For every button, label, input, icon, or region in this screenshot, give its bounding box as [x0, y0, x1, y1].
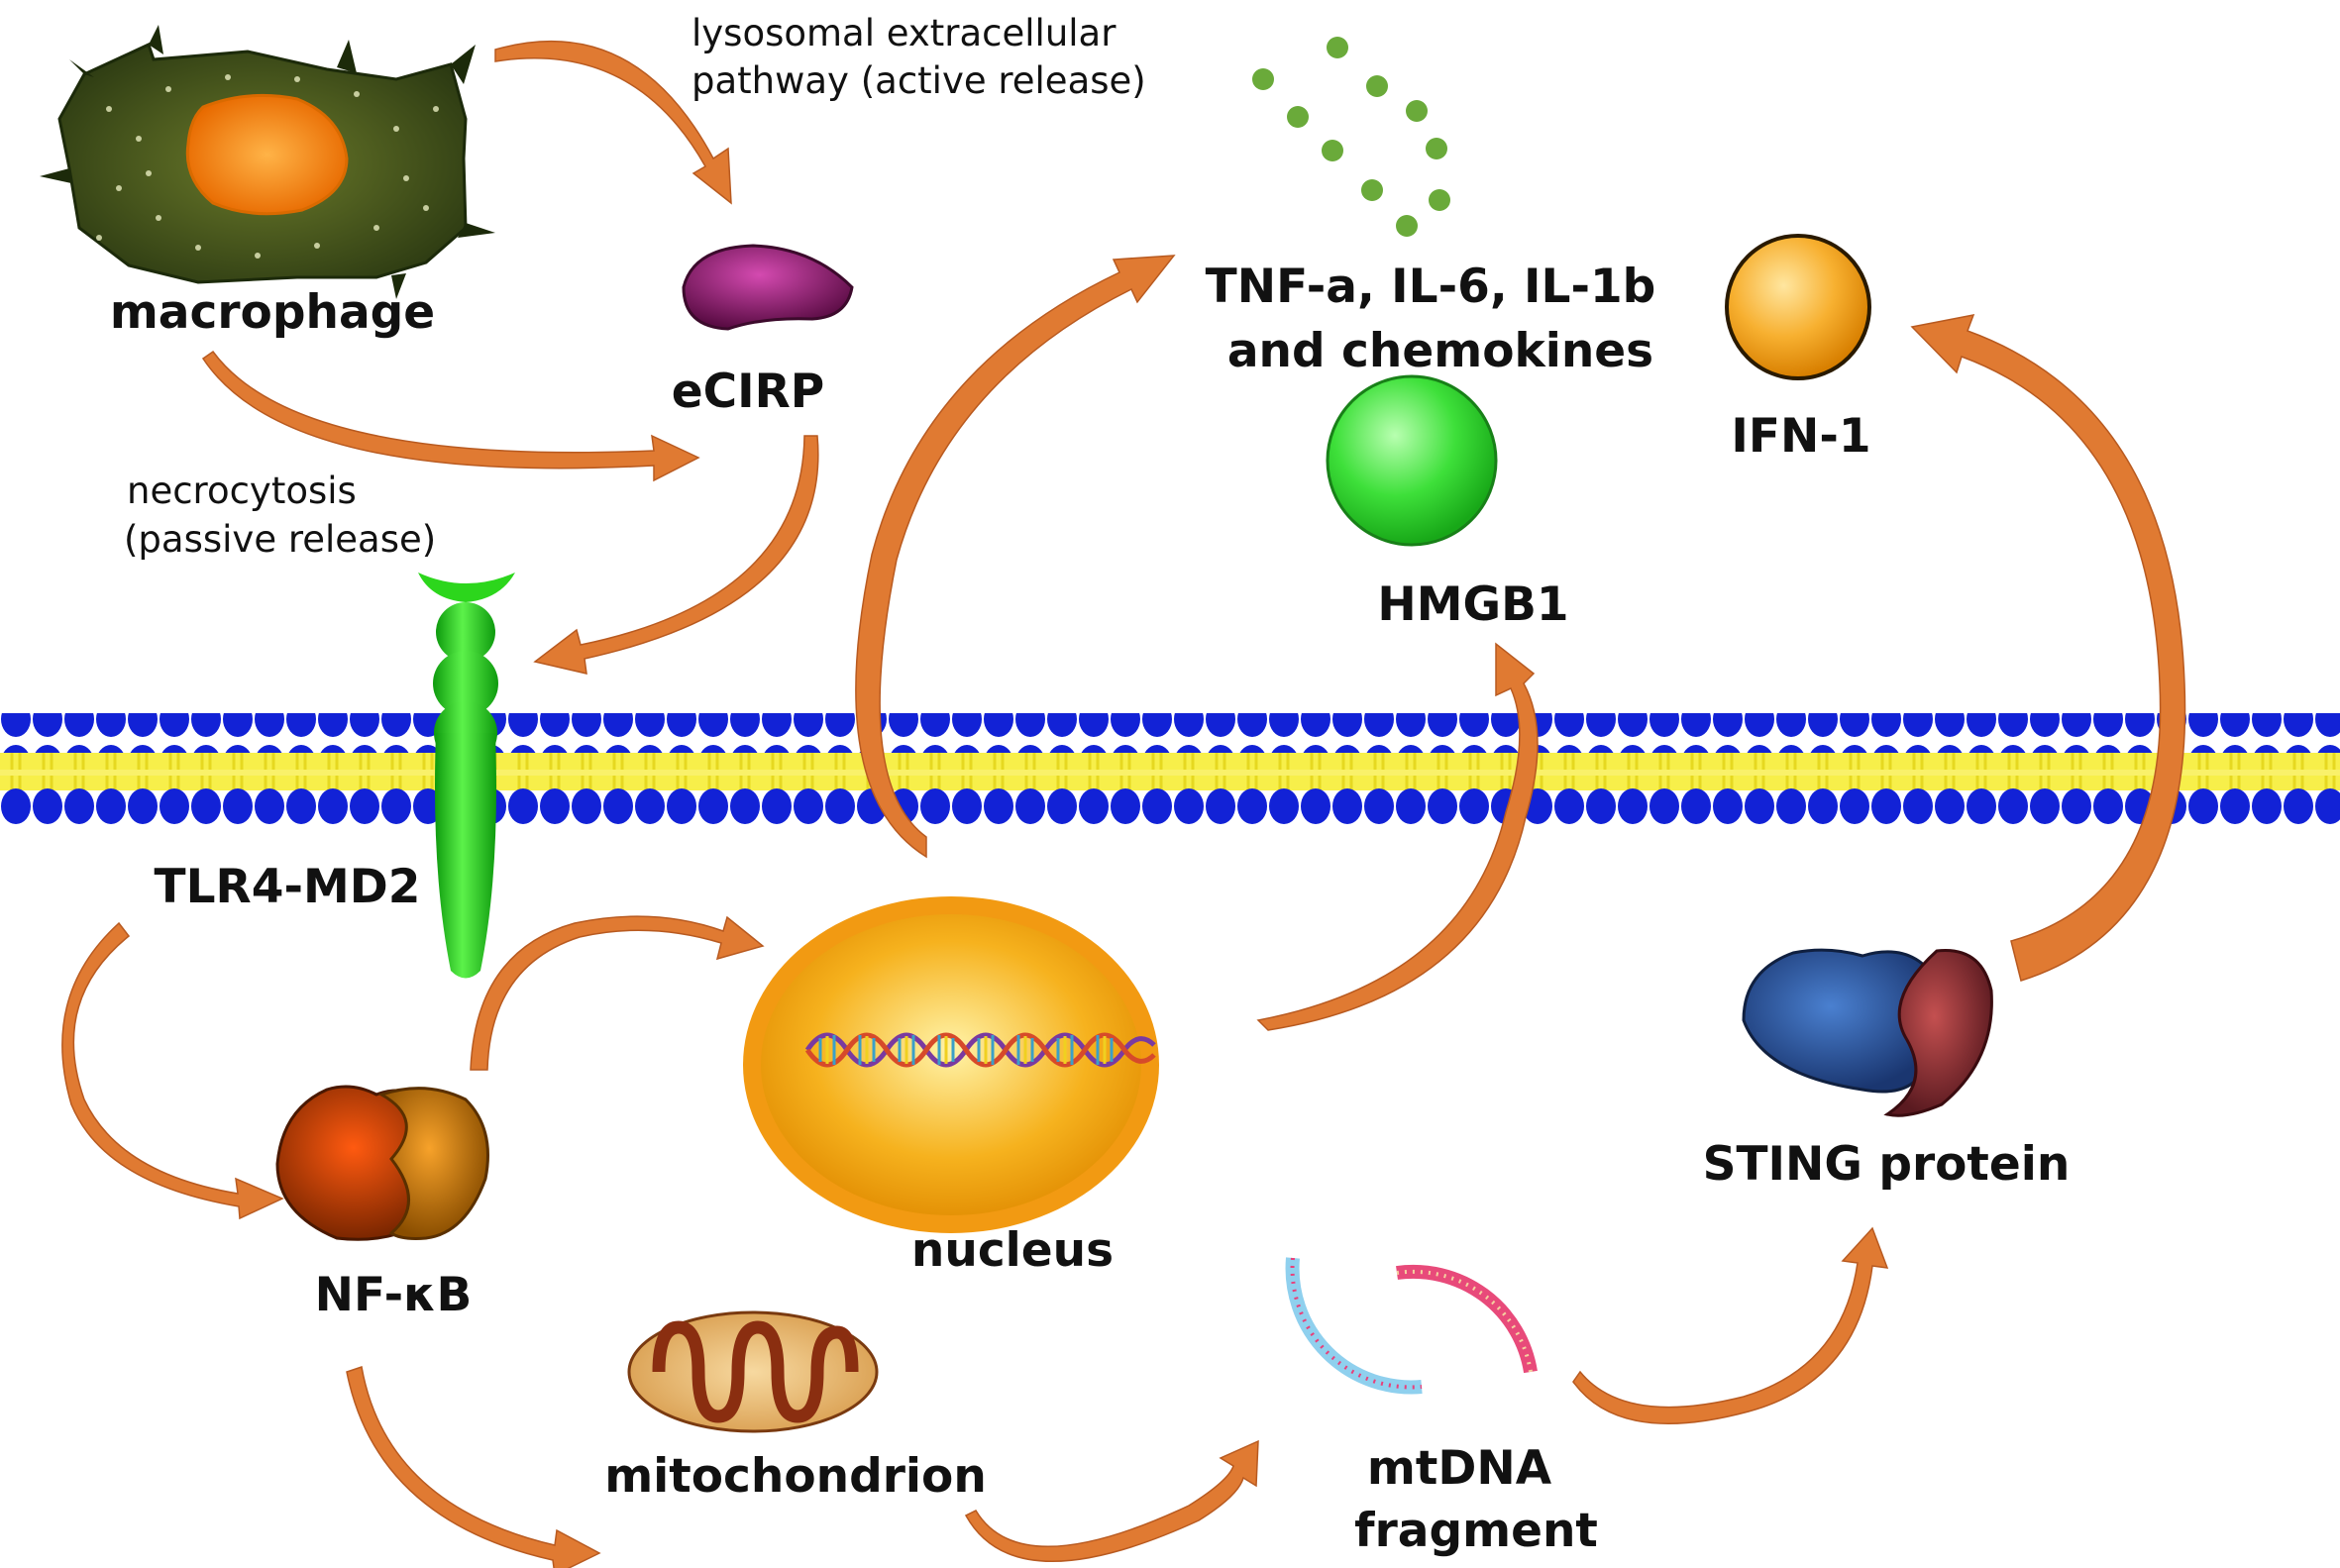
dna-helix	[804, 1032, 1156, 1068]
mitochondrion-label: mitochondrion	[604, 1449, 987, 1504]
macrophage-cell	[40, 25, 495, 299]
ifn1-label: IFN-1	[1731, 409, 1871, 464]
arrow-ecirp-tlr4	[533, 435, 819, 675]
arrow-nfkb-nucleus	[470, 915, 765, 1071]
arrow-mitochondrion-mtdna	[964, 1439, 1259, 1562]
lysosomal-label-line2: pathway (active release)	[691, 59, 1146, 102]
arrow-mtdna-sting	[1572, 1226, 1889, 1424]
sting-label: STING protein	[1702, 1137, 2071, 1192]
nucleus-organelle	[743, 896, 1159, 1233]
arrow-nucleus-cytokines	[855, 255, 1176, 859]
macrophage-label: macrophage	[109, 285, 436, 340]
lysosomal-label-line1: lysosomal extracellular	[691, 12, 1117, 54]
arrow-macrophage-ecirp-passive	[201, 350, 700, 482]
necrocytosis-label-line1: necrocytosis	[127, 470, 357, 512]
mitochondrion-organelle	[627, 1310, 879, 1433]
ecirp-label: eCIRP	[671, 365, 825, 419]
nucleus-label: nucleus	[910, 1223, 1115, 1278]
arrow-nfkb-mitochondrion	[346, 1366, 601, 1568]
necrocytosis-label-line2: (passive release)	[124, 518, 437, 561]
mtdna-label-line1: mtDNA	[1366, 1441, 1552, 1496]
sting-complex	[1742, 948, 1993, 1117]
nfkb-complex	[275, 1085, 489, 1241]
mtdna-label-line2: fragment	[1354, 1504, 1598, 1558]
cell-membrane	[0, 713, 2340, 830]
ifn1-protein	[1725, 234, 1871, 380]
mtdna-fragments	[1285, 1257, 1538, 1395]
cytokine-particles	[1252, 37, 1450, 237]
pathway-arrows	[61, 40, 2186, 1568]
cytokines-label-line2: and chemokines	[1226, 324, 1654, 378]
arrow-tlr4-nfkb	[61, 921, 284, 1220]
hmgb1-protein	[1326, 374, 1498, 547]
cytokines-label-line1: TNF-a, IL-6, IL-1b	[1205, 260, 1656, 314]
tlr4-receptor	[418, 573, 515, 979]
arrow-nucleus-hmgb1	[1256, 642, 1539, 1031]
ecirp-protein	[682, 244, 854, 331]
arrow-macrophage-ecirp-active	[494, 40, 732, 205]
tlr4-label: TLR4-MD2	[154, 860, 421, 914]
hmgb1-label: HMGB1	[1377, 577, 1569, 632]
arrow-sting-ifn1	[1910, 314, 2186, 982]
nfkb-label: NF-κB	[314, 1268, 473, 1322]
